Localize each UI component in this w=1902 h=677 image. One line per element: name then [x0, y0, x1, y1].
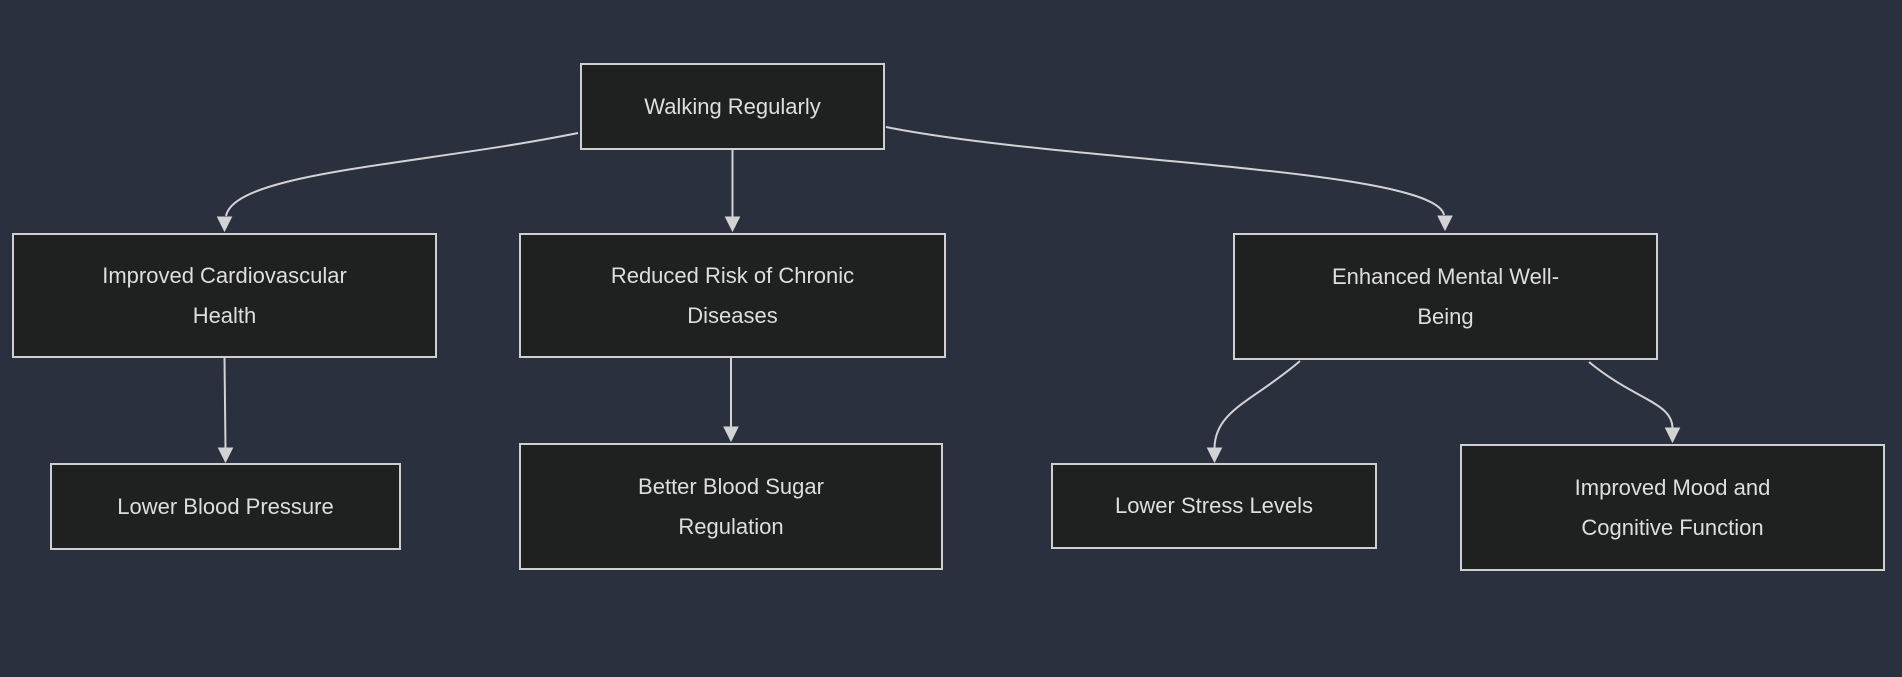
- edge-cardio-to-bp-arrowhead: [217, 447, 234, 464]
- node-label: Lower Stress Levels: [1114, 493, 1314, 519]
- edge-root-to-cardio: [225, 132, 579, 217]
- edge-root-to-cardio-arrowhead: [216, 216, 233, 233]
- edge-root-to-mental-arrowhead: [1437, 215, 1453, 232]
- edge-chronic-to-sugar-arrowhead: [723, 426, 739, 443]
- node-label: Lower Blood Pressure: [117, 493, 334, 519]
- edge-mental-to-stress: [1213, 360, 1301, 449]
- node-label: Reduced Risk of Chronic Diseases: [610, 262, 855, 328]
- edge-root-to-mental: [885, 126, 1445, 216]
- edge-root-to-chronic-arrowhead: [724, 216, 741, 233]
- node-lower-stress-levels: Lower Stress Levels: [1051, 463, 1377, 549]
- node-reduced-risk-of-chronic-diseases: Reduced Risk of Chronic Diseases: [519, 233, 946, 358]
- node-label: Improved Mood and Cognitive Function: [1574, 474, 1771, 540]
- node-lower-blood-pressure: Lower Blood Pressure: [50, 463, 401, 550]
- node-label: Improved Cardiovascular Health: [102, 262, 347, 328]
- edge-mental-to-mood-arrowhead: [1664, 427, 1681, 444]
- edge-mental-to-mood: [1588, 361, 1674, 429]
- node-walking-regularly: Walking Regularly: [580, 63, 885, 150]
- edge-cardio-to-bp: [223, 357, 227, 449]
- node-better-blood-sugar-regulation: Better Blood Sugar Regulation: [519, 443, 943, 570]
- node-label: Enhanced Mental Well- Being: [1331, 263, 1560, 329]
- node-label: Better Blood Sugar Regulation: [638, 473, 824, 539]
- node-enhanced-mental-well-being: Enhanced Mental Well- Being: [1233, 233, 1658, 360]
- node-improved-cardiovascular-health: Improved Cardiovascular Health: [12, 233, 437, 358]
- node-label: Walking Regularly: [644, 93, 821, 119]
- edge-mental-to-stress-arrowhead: [1206, 447, 1223, 464]
- node-improved-mood-and-cognitive-function: Improved Mood and Cognitive Function: [1460, 444, 1885, 571]
